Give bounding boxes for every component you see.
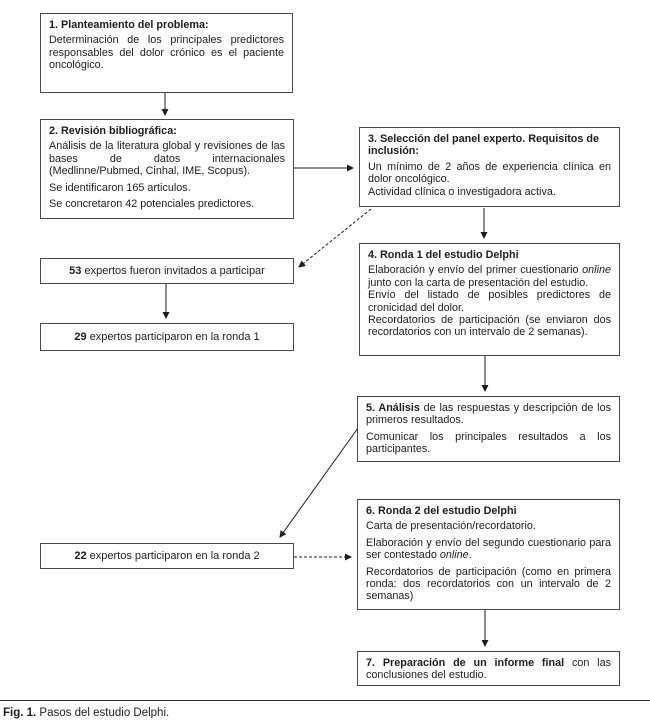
arrow-box5-to-round2 [279, 427, 359, 538]
box4-header: 4. Ronda 1 del estudio Delphi [368, 249, 519, 261]
box-revision-bibliografica: 2. Revisión bibliográfica: Análisis de l… [40, 119, 294, 219]
box2-paragraph: Se concretaron 42 potenciales predictore… [49, 198, 255, 211]
stat-text: expertos fueron invitados a participar [81, 265, 265, 277]
box6-paragraph: Carta de presentación/recordatorio. [366, 520, 536, 533]
box-analisis-respuestas: 5. Análisis de las respuestas y descripc… [357, 396, 620, 462]
box-ronda1-delphi: 4. Ronda 1 del estudio Delphi Elaboració… [359, 243, 620, 356]
box-seleccion-panel-experto: 3. Selección del panel experto. Requisit… [359, 127, 620, 207]
figure-caption: Fig. 1. Pasos del estudio Delphi. [3, 706, 169, 720]
box2-paragraph: Análisis de la literatura global y revis… [49, 140, 285, 178]
box2-paragraph: Se identificaron 165 articulos. [49, 181, 191, 194]
stat-number: 22 [74, 550, 87, 562]
stat-line: 53 expertos fueron invitados a participa… [69, 265, 265, 277]
box1-body: Determinación de los principales predict… [49, 34, 284, 72]
box6-header: 6. Ronda 2 del estudio Delphi [366, 505, 517, 517]
box4-paragraph: Envío del listado de posibles predictore… [368, 289, 611, 314]
figure-caption-label: Fig. 1. [3, 707, 37, 719]
box5-paragraph: 5. Análisis de las respuestas y descripc… [366, 402, 611, 427]
box7-bold: 7. Preparación de un informe final [366, 657, 565, 669]
stat-box-29-ronda1: 29 expertos participaron en la ronda 1 [40, 323, 294, 351]
box4-p1-online-italic: online [582, 264, 611, 277]
box6-p2-pre: Elaboración y envío del segundo cuestion… [366, 536, 611, 562]
stat-text: expertos participaron en la ronda 2 [86, 550, 260, 562]
box5-p1-rest: de las respuestas y descripción de los p… [366, 402, 611, 427]
box6-p2-online-italic: online [439, 549, 469, 562]
box5-p1-bold: 5. Análisis [366, 402, 420, 414]
figure-caption-text: Pasos del estudio Delphi. [36, 707, 170, 719]
box-informe-final: 7. Preparación de un informe final con l… [357, 651, 620, 686]
box6-paragraph: Elaboración y envío del segundo cuestion… [366, 537, 611, 562]
box6-paragraph: Recordatorios de participación (como en … [366, 565, 611, 603]
box6-p2-post: . [468, 549, 472, 562]
stat-line: 29 expertos participaron en la ronda 1 [74, 331, 259, 343]
box2-header: 2. Revisión bibliográfica: [49, 125, 177, 137]
box3-paragraph: Un mínimo de 2 años de experiencia clíni… [368, 160, 611, 186]
box5-paragraph: Comunicar los principales resultados a l… [366, 430, 611, 456]
box3-paragraph: Actividad clínica o investigadora activa… [368, 185, 556, 198]
box7-paragraph: 7. Preparación de un informe final con l… [366, 657, 611, 682]
box4-p1-post: junto con la carta de presentación del e… [368, 276, 589, 289]
box4-paragraph: Recordatorios de participación (se envia… [368, 314, 611, 339]
box3-header: 3. Selección del panel experto. Requisit… [368, 133, 600, 158]
stat-number: 53 [69, 265, 82, 277]
box1-header: 1. Planteamiento del problema: [49, 19, 209, 31]
stat-box-53-invitados: 53 expertos fueron invitados a participa… [40, 258, 294, 284]
stat-line: 22 expertos participaron en la ronda 2 [74, 550, 259, 562]
box4-paragraph: Elaboración y envío del primer cuestiona… [368, 264, 611, 289]
box-planteamiento-problema: 1. Planteamiento del problema: Determina… [40, 13, 293, 93]
stat-box-22-ronda2: 22 expertos participaron en la ronda 2 [40, 543, 294, 569]
caption-divider-rule [0, 700, 650, 701]
box7-rest: con las conclusiones del estudio. [366, 657, 611, 682]
stat-text: expertos participaron en la ronda 1 [86, 331, 260, 343]
stat-number: 29 [74, 331, 87, 343]
box-ronda2-delphi: 6. Ronda 2 del estudio Delphi Carta de p… [357, 499, 620, 610]
box4-p1-pre: Elaboración y envío del primer cuestiona… [368, 264, 583, 277]
